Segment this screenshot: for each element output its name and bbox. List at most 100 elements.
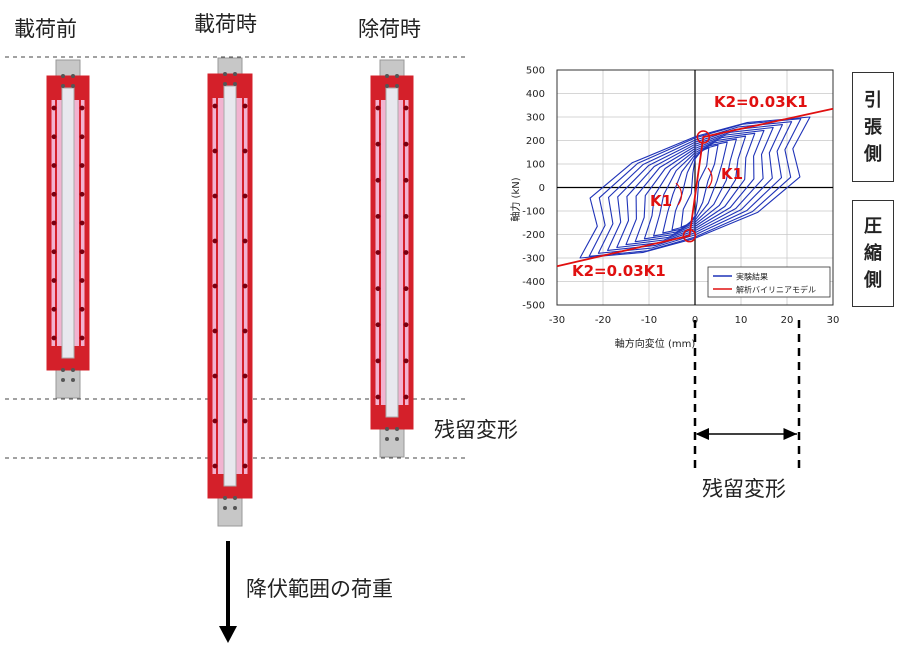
brace-loading-bolt <box>212 463 218 469</box>
brace-unloading-pin-hole <box>395 437 399 441</box>
brace-unloading-bolt <box>375 141 381 147</box>
brace-before-pin-hole <box>61 84 65 88</box>
chart-annotation: K2=0.03K1 <box>714 93 808 111</box>
brace-loading-bolt <box>242 103 248 109</box>
chart-annotation: K2=0.03K1 <box>572 262 666 280</box>
brace-loading-bolt <box>212 283 218 289</box>
chart-y-tick-label: -300 <box>522 254 545 265</box>
brace-before-pin-hole <box>71 368 75 372</box>
brace-unloading-bolt <box>403 286 409 292</box>
brace-loading-pin-hole <box>223 82 227 86</box>
brace-before-pin-hole <box>61 378 65 382</box>
brace-loading-bolt <box>212 418 218 424</box>
chart-x-tick-label: 30 <box>827 315 840 326</box>
chart-y-tick-label: -400 <box>522 277 545 288</box>
brace-unloading-core-strip <box>385 87 399 418</box>
brace-loading-pin-hole <box>233 496 237 500</box>
brace-unloading-bolt <box>375 286 381 292</box>
brace-before-pin-hole <box>61 368 65 372</box>
chart-y-tick-label: -200 <box>522 230 545 241</box>
stage-label-unloading: 除荷時 <box>358 17 421 41</box>
experiment-loop <box>653 138 737 237</box>
brace-loading-bolt <box>242 463 248 469</box>
brace-before-bolt <box>51 191 57 197</box>
brace-loading-bolt <box>242 238 248 244</box>
tension-side-box: 引 張 側 <box>852 72 894 182</box>
brace-unloading-bolt <box>403 213 409 219</box>
brace-loading-bolt <box>242 373 248 379</box>
tension-char-2: 張 <box>864 116 882 138</box>
chart-legend <box>707 266 831 298</box>
brace-before-pin-hole <box>71 74 75 78</box>
brace-before-bolt <box>79 163 85 168</box>
tension-char-1: 引 <box>864 89 882 111</box>
brace-loading-bolt <box>212 193 218 199</box>
chart-y-tick-label: -100 <box>522 207 545 218</box>
brace-unloading-bolt <box>375 322 381 328</box>
brace-unloading-pin-hole <box>395 84 399 88</box>
chart-y-tick-label: 400 <box>526 89 545 100</box>
brace-before-bolt <box>79 134 85 140</box>
chart-y-tick-label: 500 <box>526 66 545 77</box>
brace-unloading-pin-hole <box>395 74 399 78</box>
brace-unloading-bolt <box>403 105 409 111</box>
chart-x-tick-label: -30 <box>549 315 565 326</box>
brace-before-bolt <box>51 306 57 312</box>
compression-char-2: 縮 <box>864 243 882 264</box>
brace-unloading <box>370 59 414 458</box>
brace-before-bolt <box>51 278 57 283</box>
compression-char-1: 圧 <box>864 216 882 237</box>
brace-before-pin-hole <box>61 74 65 78</box>
brace-unloading-bolt <box>375 213 381 219</box>
brace-loading-pin-hole <box>223 496 227 500</box>
yield-point-marker <box>682 228 697 243</box>
compression-side-box: 圧 縮 側 <box>852 200 894 307</box>
yield-point-marker <box>696 130 711 144</box>
hysteresis-chart: -30-20-1001020305004003002001000-100-200… <box>509 66 839 351</box>
stage-label-loading: 載荷時 <box>194 12 257 36</box>
chart-y-tick-label: 100 <box>526 160 545 171</box>
brace-unloading-pin-hole <box>385 74 389 78</box>
chart-y-tick-label: 300 <box>526 113 545 124</box>
brace-unloading-bolt <box>403 141 409 147</box>
chart-x-tick-label: -20 <box>595 315 611 326</box>
brace-loading-core-strip <box>223 85 237 487</box>
brace-before-bolt <box>79 220 85 226</box>
brace-unloading-bolt <box>403 250 409 255</box>
compression-char-3: 側 <box>864 270 882 291</box>
brace-before-bolt <box>51 220 57 226</box>
bilinear-model-line <box>556 107 834 268</box>
brace-loading-pin-hole <box>233 72 237 76</box>
experiment-loop <box>634 132 756 243</box>
brace-unloading-pin-hole <box>385 84 389 88</box>
stage-label-before: 載荷前 <box>14 17 77 41</box>
load-label: 降伏範囲の荷重 <box>246 577 393 601</box>
brace-before-bolt <box>51 249 57 255</box>
chart-x-tick-label: 10 <box>735 315 748 326</box>
brace-before-bolt <box>51 163 57 168</box>
brace-unloading-bolt <box>403 322 409 328</box>
brace-before-pin-hole <box>71 378 75 382</box>
brace-before-bolt <box>51 105 57 111</box>
brace-loading-bolt <box>242 328 248 334</box>
brace-unloading-pin-hole <box>395 427 399 431</box>
chart-x-axis-label: 軸方向変位 (mm) <box>615 337 696 350</box>
brace-loading-bolt <box>212 103 218 109</box>
brace-loading <box>207 57 253 527</box>
brace-unloading-bolt <box>375 250 381 255</box>
chart-x-tick-label: 20 <box>781 315 794 326</box>
brace-unloading-bolt <box>375 358 381 364</box>
brace-before-pin-hole <box>71 84 75 88</box>
tension-char-3: 側 <box>864 143 882 165</box>
brace-before-bolt <box>79 306 85 312</box>
load-arrow-head <box>219 626 237 643</box>
chart-x-tick-label: -10 <box>641 315 657 326</box>
brace-loading-pin-hole <box>233 82 237 86</box>
brace-loading-pin-hole <box>223 72 227 76</box>
brace-loading-bolt <box>212 328 218 334</box>
experiment-loop <box>616 126 774 249</box>
legend-label: 解析バイリニアモデル <box>736 285 816 295</box>
experiment-loop <box>625 129 765 246</box>
brace-before-core-strip <box>61 87 75 359</box>
